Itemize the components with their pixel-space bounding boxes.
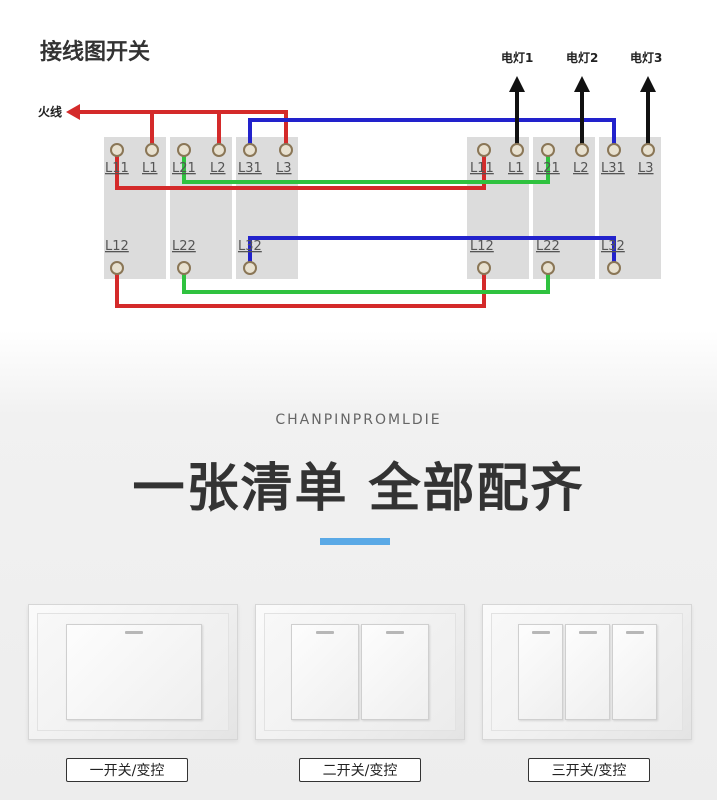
terminal-labels: L11 L1 L21 L2 L31 L3 L12 L22 L32 L11 L1 …: [105, 161, 654, 254]
wiring-diagram: 接线图开关: [0, 0, 717, 330]
terminal-screws: [110, 143, 655, 275]
label-right-l21: L21: [536, 161, 560, 176]
rocker-button: [66, 624, 202, 720]
screw-left-l12: [110, 261, 124, 275]
product-card-3-gang[interactable]: [482, 604, 692, 740]
left-module-1: [104, 137, 166, 279]
screw-right-l32: [607, 261, 621, 275]
label-left-l11: L11: [105, 161, 129, 176]
blue-wires: [248, 118, 616, 268]
left-module-2: [170, 137, 232, 279]
rocker-button-1: [518, 624, 563, 720]
red-wire-l11-link: [115, 150, 486, 190]
live-wire-label: 火线: [38, 104, 62, 119]
screw-right-l31: [607, 143, 621, 157]
lamp-wire-3-arrow: [640, 76, 656, 92]
label-right-l22: L22: [536, 239, 560, 254]
screw-right-l21: [541, 143, 555, 157]
product-caption-1: 一开关/变控: [66, 758, 188, 782]
label-right-l1: L1: [508, 161, 524, 176]
green-wires: [182, 150, 550, 294]
product-section: CHANPINPROMLDIE 一张清单 全部配齐: [0, 330, 717, 800]
lamp-label-2: 电灯2: [566, 50, 598, 65]
blue-wire-l31-link: [248, 118, 616, 150]
rocker-button-3: [612, 624, 657, 720]
section-subtitle: CHANPINPROMLDIE: [275, 412, 442, 428]
switch-panel: [37, 613, 229, 731]
indicator-light: [386, 631, 404, 634]
label-right-l32: L32: [601, 239, 625, 254]
indicator-light: [316, 631, 334, 634]
screw-right-l3: [641, 143, 655, 157]
product-card-2-gang[interactable]: [255, 604, 465, 740]
red-wires: [66, 104, 486, 308]
right-module-3: [599, 137, 661, 279]
right-module-2: [533, 137, 595, 279]
screw-right-l22: [541, 261, 555, 275]
label-left-l1: L1: [142, 161, 158, 176]
screw-left-l1: [145, 143, 159, 157]
lamp-wire-2-arrow: [574, 76, 590, 92]
screw-left-l32: [243, 261, 257, 275]
screw-left-l21: [177, 143, 191, 157]
indicator-light: [531, 631, 550, 634]
green-wire-l21-link: [182, 150, 550, 184]
label-left-l31: L31: [238, 161, 262, 176]
right-switch-modules: [467, 137, 661, 279]
left-switch-modules: [104, 137, 298, 279]
accent-bar: [320, 538, 390, 545]
lamp-wires: [509, 76, 656, 150]
screw-left-l31: [243, 143, 257, 157]
label-right-l31: L31: [601, 161, 625, 176]
left-module-3: [236, 137, 298, 279]
red-wire-l2-l3-top: [219, 110, 288, 148]
label-left-l12: L12: [105, 239, 129, 254]
label-left-l3: L3: [276, 161, 292, 176]
wiring-canvas: L11 L1 L21 L2 L31 L3 L12 L22 L32 L11 L1 …: [38, 50, 662, 308]
screw-left-l2: [212, 143, 226, 157]
label-right-l3: L3: [638, 161, 654, 176]
right-module-1: [467, 137, 529, 279]
screw-right-l12: [477, 261, 491, 275]
live-wire-arrow: [66, 104, 80, 120]
lamp-label-3: 电灯3: [630, 50, 662, 65]
switch-panel: [264, 613, 456, 731]
green-wire-l22-link: [182, 268, 550, 294]
product-card-1-gang[interactable]: [28, 604, 238, 740]
lamp-wire-1-arrow: [509, 76, 525, 92]
switch-panel: [491, 613, 683, 731]
screw-right-l2: [575, 143, 589, 157]
screw-right-l1: [510, 143, 524, 157]
blue-wire-l32-link: [248, 236, 616, 268]
lamp-label-1: 电灯1: [501, 50, 533, 65]
indicator-light: [625, 631, 644, 634]
diagram-title: 接线图开关: [40, 40, 151, 65]
screw-left-l3: [279, 143, 293, 157]
red-wire-l12-link: [115, 268, 486, 308]
label-left-l32: L32: [238, 239, 262, 254]
rocker-button-1: [291, 624, 359, 720]
indicator-light: [578, 631, 597, 634]
indicator-light: [125, 631, 143, 634]
rocker-button-2: [361, 624, 429, 720]
label-right-l12: L12: [470, 239, 494, 254]
screw-right-l11: [477, 143, 491, 157]
screw-left-l22: [177, 261, 191, 275]
label-right-l2: L2: [573, 161, 589, 176]
label-left-l21: L21: [172, 161, 196, 176]
rocker-button-2: [565, 624, 610, 720]
product-caption-3: 三开关/变控: [528, 758, 650, 782]
label-left-l22: L22: [172, 239, 196, 254]
label-left-l2: L2: [210, 161, 226, 176]
section-headline: 一张清单 全部配齐: [132, 459, 585, 519]
label-right-l11: L11: [470, 161, 494, 176]
product-caption-2: 二开关/变控: [299, 758, 421, 782]
screw-left-l11: [110, 143, 124, 157]
